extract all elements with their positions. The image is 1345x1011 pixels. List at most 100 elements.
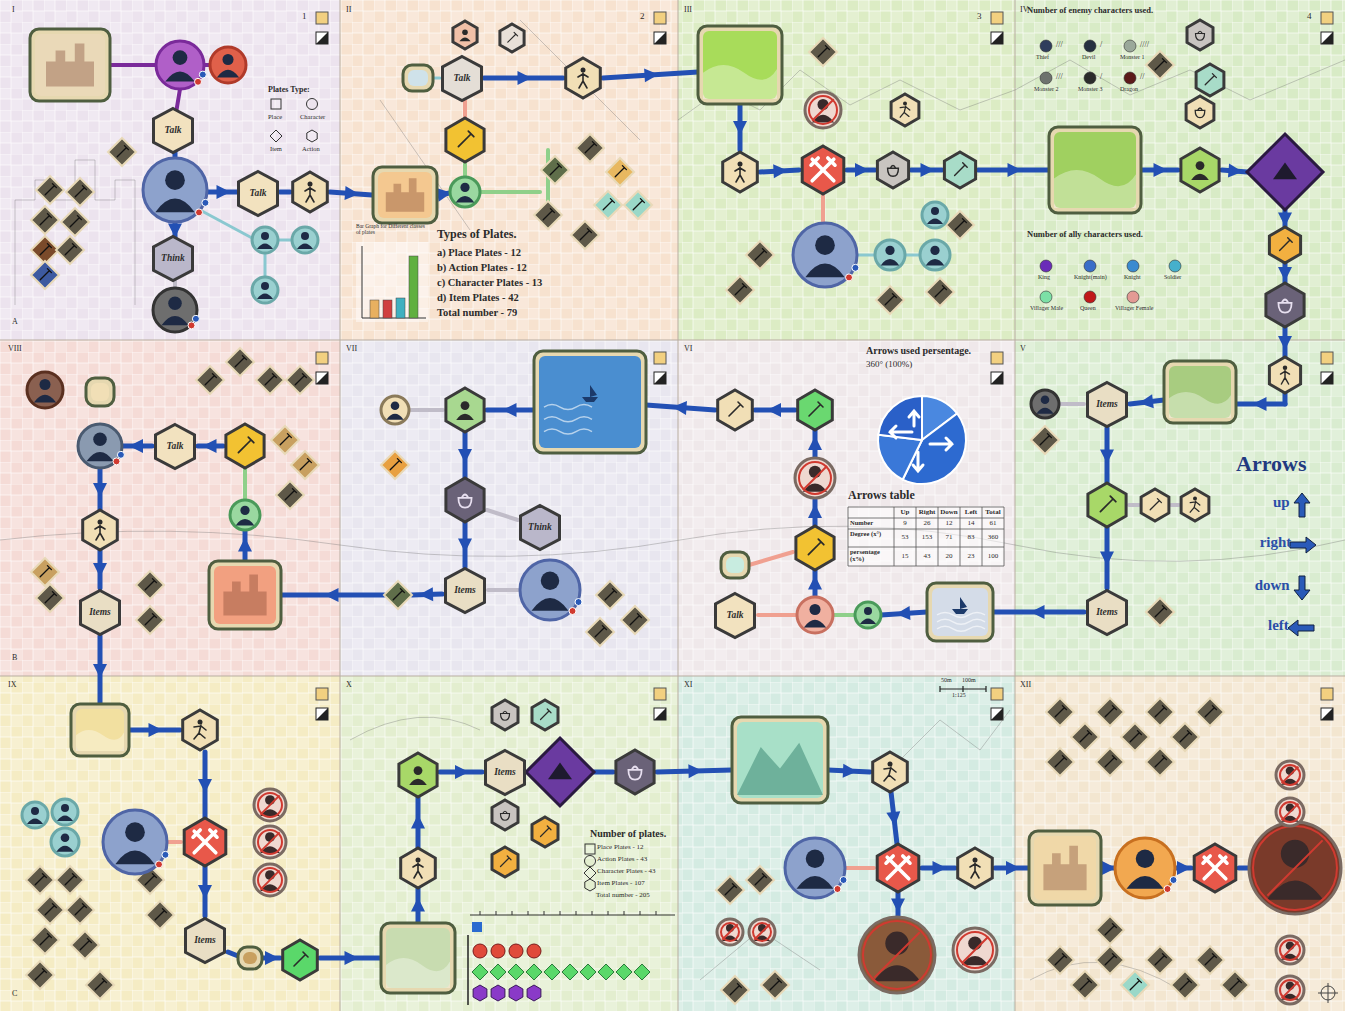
color-swatch xyxy=(1040,260,1052,272)
character-plate xyxy=(381,396,409,424)
icon-glyph xyxy=(161,296,188,325)
path-arrowhead xyxy=(345,951,359,965)
place-picture xyxy=(243,952,257,964)
item-plate xyxy=(1046,748,1074,776)
sketch-line xyxy=(15,160,135,305)
path-line xyxy=(833,613,855,617)
path-arrowhead xyxy=(129,439,143,453)
tool-glyph xyxy=(295,374,306,385)
figure-shoulders xyxy=(165,71,195,81)
icon-glyph xyxy=(390,459,401,470)
tool-glyph xyxy=(35,969,46,980)
path-arrowhead xyxy=(455,765,469,779)
figure-body xyxy=(305,187,315,202)
action-plate xyxy=(798,390,833,430)
tool-glyph xyxy=(1100,496,1115,511)
panel-numeral: VIII xyxy=(8,345,22,354)
item-plate xyxy=(31,558,59,586)
path-line xyxy=(264,253,267,277)
tent-glyph xyxy=(1273,162,1297,179)
figure-shoulders xyxy=(409,779,427,785)
pictograph-axis xyxy=(467,935,469,1005)
slider-tick xyxy=(656,911,657,915)
cross-slash xyxy=(260,832,279,851)
figure-head xyxy=(301,232,309,240)
tool-glyph xyxy=(1055,706,1066,717)
icon-glyph xyxy=(456,183,474,203)
figure-body xyxy=(1281,371,1290,385)
icon-glyph xyxy=(1278,300,1291,313)
legend-text: Character Plates - 43 xyxy=(597,868,656,876)
tool-glyph xyxy=(595,626,606,637)
panel-icon-mark xyxy=(1321,708,1333,720)
path-line xyxy=(845,866,874,870)
item-plate xyxy=(291,451,319,479)
chart-note: 360° (100%) xyxy=(866,360,912,370)
cross-slash xyxy=(803,466,827,490)
icon-glyph xyxy=(1267,840,1324,900)
cross-slash xyxy=(812,99,834,121)
item-plate xyxy=(876,286,904,314)
table-rule xyxy=(848,547,1004,548)
tool-glyph xyxy=(393,589,404,600)
figure-head xyxy=(61,804,69,812)
place-decor xyxy=(937,597,985,631)
character-plate xyxy=(520,560,580,620)
panel-icon xyxy=(1321,372,1333,384)
status-dot xyxy=(113,458,120,465)
hex-shape xyxy=(156,424,195,468)
panel-numeral: III xyxy=(684,6,692,15)
tool-glyph xyxy=(605,589,616,600)
tool-glyph xyxy=(1080,731,1091,742)
character-plate xyxy=(797,597,833,633)
pie-arrow xyxy=(909,411,919,426)
plate-label: Items xyxy=(454,585,476,595)
cross-slash xyxy=(962,937,988,963)
item-plate xyxy=(621,606,649,634)
tool-glyph xyxy=(730,984,741,995)
item-plate xyxy=(721,976,749,1004)
panel-number: 1 xyxy=(302,12,307,22)
pictograph-diamond xyxy=(508,964,524,980)
status-dot xyxy=(156,861,163,868)
icon-glyph xyxy=(812,99,834,123)
tool-glyph xyxy=(633,199,644,210)
panel-icon-mark xyxy=(991,708,1003,720)
tool-glyph xyxy=(1205,706,1216,717)
shape-sample xyxy=(307,130,317,142)
table-rule xyxy=(848,507,1004,508)
tool-glyph xyxy=(630,614,641,625)
swords-glyph xyxy=(886,856,910,879)
icon-glyph xyxy=(805,235,844,277)
icon-glyph xyxy=(578,68,588,89)
cross-ring xyxy=(721,923,739,941)
status-dot xyxy=(846,274,853,281)
figure-shoulders xyxy=(805,264,844,278)
tool-glyph xyxy=(508,32,518,42)
table-rule xyxy=(982,507,983,566)
figure-body xyxy=(95,525,105,540)
panel-grid xyxy=(1015,0,1345,340)
figure-shoulders xyxy=(459,37,470,41)
item-plate xyxy=(71,931,99,959)
place-picture xyxy=(932,588,988,636)
icon-glyph xyxy=(1036,395,1053,413)
figure-body xyxy=(578,73,588,88)
path-arrowhead xyxy=(1177,861,1191,875)
status-dot xyxy=(1170,877,1177,884)
place-decor xyxy=(386,178,424,212)
icon-glyph xyxy=(729,402,743,416)
path-line xyxy=(1129,503,1139,507)
figure-head xyxy=(931,207,939,215)
tool-glyph xyxy=(458,131,473,146)
defeated-enemy xyxy=(749,919,775,945)
panel-grid xyxy=(340,0,678,340)
action-plate xyxy=(958,848,993,888)
tool-glyph xyxy=(117,146,128,157)
character-plate xyxy=(78,424,122,468)
action-plate xyxy=(1266,283,1304,327)
item-plate xyxy=(56,236,84,264)
icon-glyph xyxy=(501,856,512,867)
character-plate xyxy=(210,47,246,83)
path-arrowhead xyxy=(1138,394,1154,410)
